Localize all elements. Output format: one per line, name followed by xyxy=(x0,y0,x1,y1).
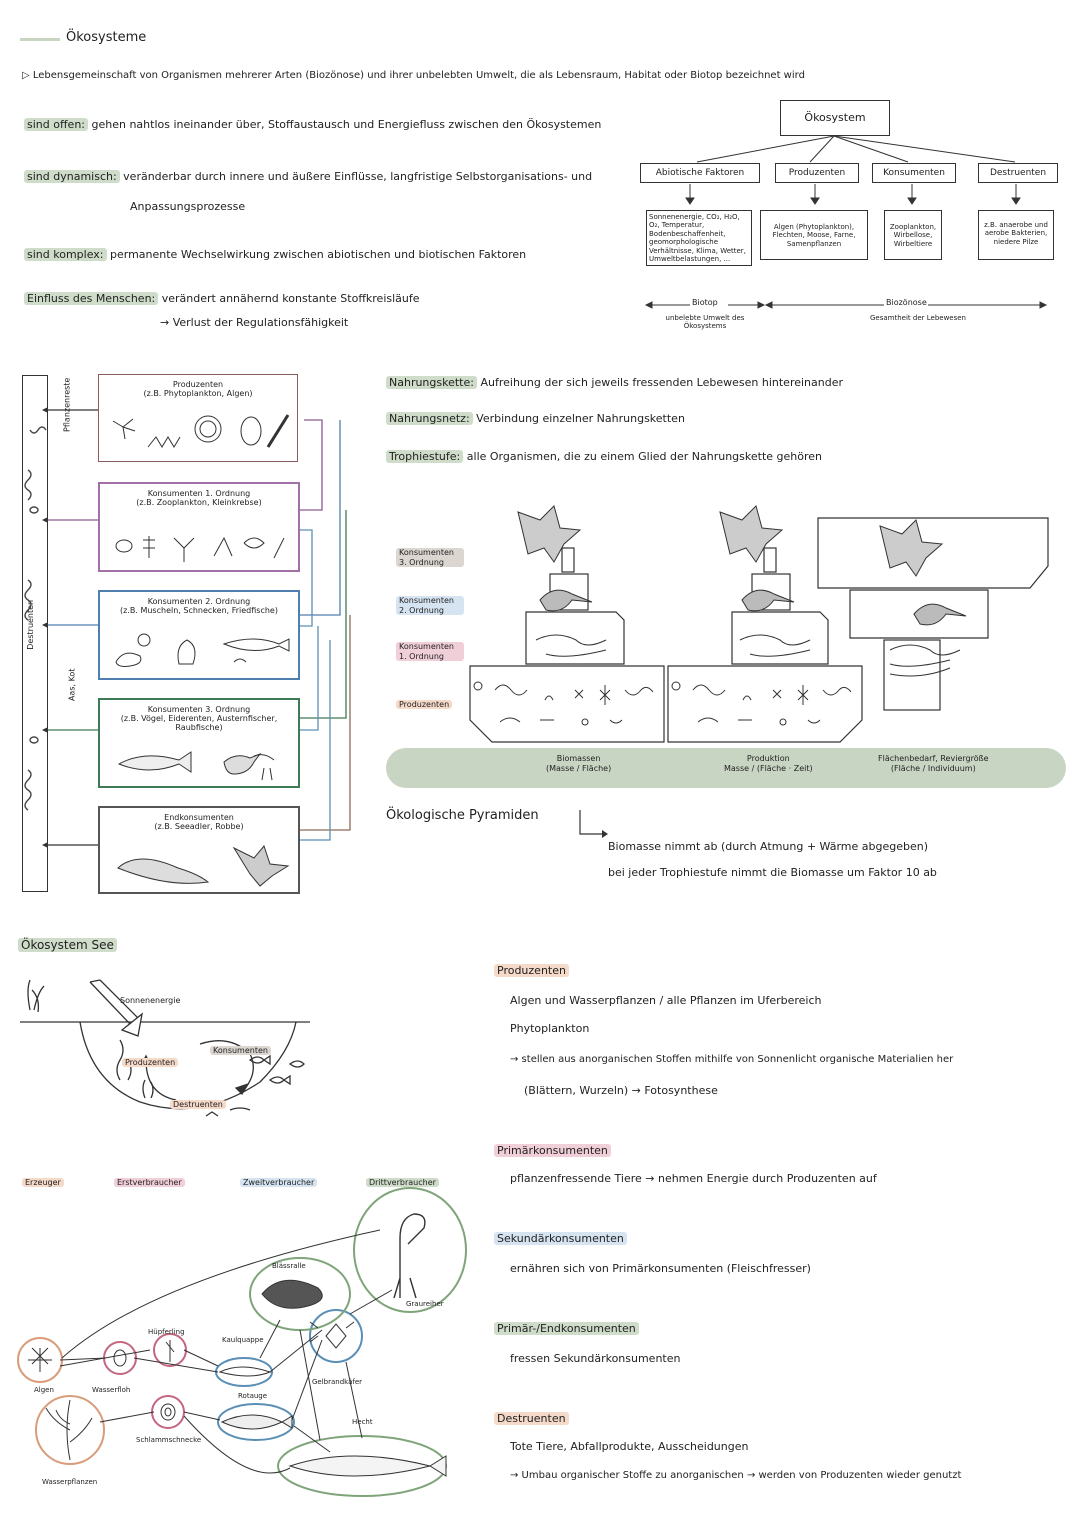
definition-text: ▷ Lebensgemeinschaft von Organismen mehr… xyxy=(22,70,805,81)
pyramid-arrow xyxy=(579,810,608,838)
tree-biozoenose-desc: Gesamtheit der Lebewesen xyxy=(870,314,966,322)
pyramid-legend-k3: Konsumenten 3. Ordnung xyxy=(396,548,464,568)
pyramid-note-1: Biomasse nimmt ab (durch Atmung + Wärme … xyxy=(608,840,928,853)
lake-producers-label: Produzenten xyxy=(122,1058,179,1068)
role-sekundaer-term: Sekundärkonsumenten xyxy=(494,1232,627,1246)
page-title: Ökosysteme xyxy=(66,30,147,45)
role-sekundaer-line1: ernähren sich von Primärkonsumenten (Fle… xyxy=(510,1262,811,1275)
role-produzenten-line4: (Blättern, Wurzeln) → Fotosynthese xyxy=(524,1084,718,1097)
tree-biotop: Biotop xyxy=(692,298,718,307)
tree-node-abiotisch: Abiotische Faktoren xyxy=(640,163,760,183)
web-graureiher: Graureiher xyxy=(406,1300,444,1308)
property-komplex: sind komplex: permanente Wechselwirkung … xyxy=(24,248,526,262)
web-header-erstverbraucher: Erstverbraucher xyxy=(114,1178,185,1188)
web-algen: Algen xyxy=(34,1386,54,1394)
pyramid-caption-bar xyxy=(386,748,1066,788)
def-trophiestufe: Trophiestufe: alle Organismen, die zu ei… xyxy=(386,450,822,464)
web-gelbrandkaefer: Gelbrandkäfer xyxy=(312,1378,363,1386)
tree-root-oekosystem: Ökosystem xyxy=(780,100,890,136)
tree-biotop-desc: unbelebte Umwelt des Ökosystems xyxy=(665,314,745,331)
property-dynamisch: sind dynamisch: veränderbar durch innere… xyxy=(24,170,592,184)
role-endkonsumenten-term: Primär-/Endkonsumenten xyxy=(494,1322,639,1336)
role-destruenten-line1: Tote Tiere, Abfallprodukte, Ausscheidung… xyxy=(510,1440,749,1453)
lake-decomposers-label: Destruenten xyxy=(170,1100,226,1110)
role-destruenten-term: Destruenten xyxy=(494,1412,569,1426)
level-box-konsumenten-2: Konsumenten 2. Ordnung (z.B. Muscheln, S… xyxy=(98,590,300,680)
property-dynamisch-cont: Anpassungsprozesse xyxy=(130,200,246,213)
caption-biomassen: Biomassen(Masse / Fläche) xyxy=(546,754,612,773)
pyramid-legend-k2: Konsumenten 2. Ordnung xyxy=(396,596,464,616)
role-primaer-term: Primärkonsumenten xyxy=(494,1144,611,1158)
food-web-diagram xyxy=(17,1187,467,1497)
role-produzenten-line2: Phytoplankton xyxy=(510,1022,590,1035)
tree-detail-konsumenten: Zooplankton, Wirbellose, Wirbeltiere xyxy=(884,210,942,260)
zooplankton-icon xyxy=(115,536,285,562)
role-primaer-line1: pflanzenfressende Tiere → nehmen Energie… xyxy=(510,1172,877,1185)
tree-node-konsumenten: Konsumenten xyxy=(872,163,956,183)
caption-flaechenbedarf: Flächenbedarf, Reviergröße(Fläche / Indi… xyxy=(878,754,989,773)
def-nahrungsnetz: Nahrungsnetz: Verbindung einzelner Nahru… xyxy=(386,412,685,426)
property-mensch: Einfluss des Menschen: verändert annäher… xyxy=(24,292,420,306)
level-box-konsumenten-1: Konsumenten 1. Ordnung (z.B. Zooplankton… xyxy=(98,482,300,572)
tree-detail-produzenten: Algen (Phytoplankton), Flechten, Moose, … xyxy=(760,210,868,260)
level-box-endkonsumenten: Endkonsumenten (z.B. Seeadler, Robbe) xyxy=(98,806,300,894)
tree-detail-destruenten: z.B. anaerobe und aerobe Bakterien, nied… xyxy=(978,210,1054,260)
lake-sun-label: Sonnenenergie xyxy=(120,996,181,1005)
role-endkonsumenten-line1: fressen Sekundärkonsumenten xyxy=(510,1352,681,1365)
pyramid-legend-produzenten: Produzenten xyxy=(396,700,453,710)
seal-eagle-icon xyxy=(117,844,290,887)
level-box-konsumenten-3: Konsumenten 3. Ordnung (z.B. Vögel, Eide… xyxy=(98,698,300,788)
def-nahrungskette: Nahrungskette: Aufreihung der sich jewei… xyxy=(386,376,843,390)
destruenten-bar xyxy=(22,375,48,892)
web-hecht: Hecht xyxy=(352,1418,373,1426)
level-box-produzenten: Produzenten (z.B. Phytoplankton, Algen) xyxy=(98,374,298,462)
lake-title: Ökosystem See xyxy=(18,938,117,953)
web-header-erzeuger: Erzeuger xyxy=(22,1178,64,1188)
web-schlammschnecke: Schlammschnecke xyxy=(136,1436,202,1444)
web-blaessralle: Blässralle xyxy=(272,1262,306,1270)
role-destruenten-line2: → Umbau organischer Stoffe zu anorganisc… xyxy=(510,1470,962,1481)
tree-detail-abiotisch: Sonnenenergie, CO₂, H₂O, O₂, Temperatur,… xyxy=(646,210,752,266)
tree-node-produzenten: Produzenten xyxy=(775,163,859,183)
pyramid-legend-k1: Konsumenten 1. Ordnung xyxy=(396,642,464,662)
web-wasserpflanzen: Wasserpflanzen xyxy=(42,1478,98,1486)
web-header-drittverbraucher: Drittverbraucher xyxy=(366,1178,439,1188)
lake-consumers-label: Konsumenten xyxy=(210,1046,271,1056)
role-produzenten-term: Produzenten xyxy=(494,964,569,978)
role-produzenten-line3: → stellen aus anorganischen Stoffen mith… xyxy=(510,1054,954,1065)
title-line xyxy=(20,38,60,41)
tree-biozoenose: Biozönose xyxy=(886,298,927,307)
bird-fish-icon xyxy=(117,751,275,781)
role-produzenten-line1: Algen und Wasserpflanzen / alle Pflanzen… xyxy=(510,994,822,1007)
property-offen: sind offen: gehen nahtlos ineinander übe… xyxy=(24,118,601,132)
web-wasserfloh: Wasserfloh xyxy=(92,1386,131,1394)
web-huepferling: Hüpferling xyxy=(148,1328,185,1336)
tree-connectors xyxy=(644,135,1048,309)
mussel-snail-fish-icon xyxy=(115,633,290,667)
web-kaulquappe: Kaulquappe xyxy=(222,1336,264,1344)
web-rotauge: Rotauge xyxy=(238,1392,268,1400)
plankton-icon xyxy=(112,414,290,448)
pyramid-note-2: bei jeder Trophiestufe nimmt die Biomass… xyxy=(608,866,937,879)
web-header-zweitverbraucher: Zweitverbraucher xyxy=(240,1178,318,1188)
property-mensch-cont: → Verlust der Regulationsfähigkeit xyxy=(160,316,349,329)
tree-node-destruenten: Destruenten xyxy=(978,163,1058,183)
pyramid-title: Ökologische Pyramiden xyxy=(386,808,539,823)
